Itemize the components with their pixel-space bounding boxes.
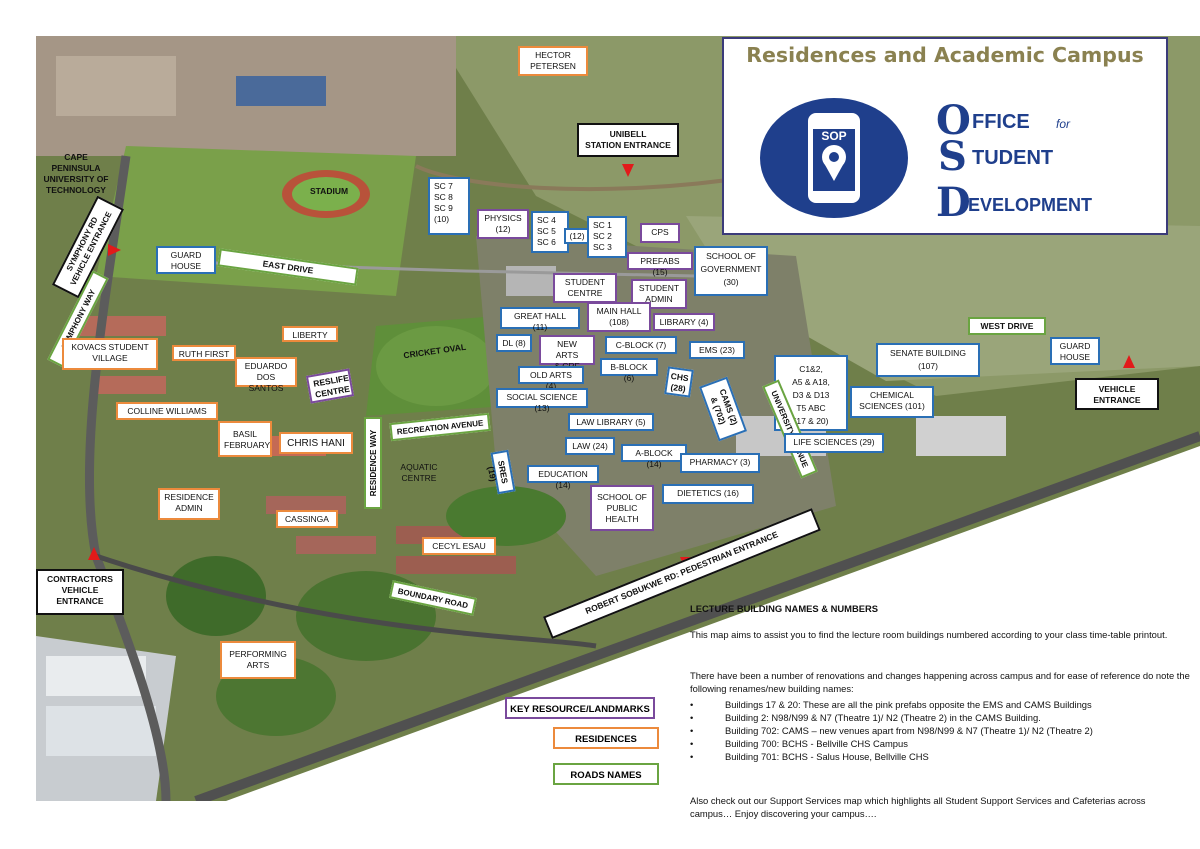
label-contractors-entrance[interactable]: CONTRACTORS VEHICLE ENTRANCE bbox=[36, 569, 124, 615]
label-kovacs-village[interactable]: KOVACS STUDENT VILLAGE bbox=[62, 338, 158, 370]
info-heading: LECTURE BUILDING NAMES & NUMBERS bbox=[690, 603, 879, 614]
label-new-arts[interactable]: NEW ARTS & CRF bbox=[539, 335, 595, 371]
bullet-icon: • bbox=[690, 751, 694, 762]
legend-residences: RESIDENCES bbox=[553, 727, 659, 749]
bullet-text: Building 702: CAMS – new venues apart fr… bbox=[725, 725, 1093, 736]
info-paragraph-1: This map aims to assist you to find the … bbox=[690, 629, 1168, 640]
bullet-text: Building 701: BCHS - Salus House, Bellvi… bbox=[725, 751, 929, 762]
label-cput: CAPE PENINSULA UNIVERSITY OF TECHNOLOGY bbox=[43, 152, 109, 195]
label-chemical-sciences[interactable]: CHEMICAL SCIENCES (101) bbox=[850, 386, 934, 418]
label-eduardo-dos-santos[interactable]: EDUARDO DOS SANTOS bbox=[235, 357, 297, 393]
label-student-centre[interactable]: STUDENT CENTRE bbox=[553, 273, 617, 303]
label-a-block[interactable]: A-BLOCK (14) bbox=[621, 444, 687, 469]
entrance-marker-icon bbox=[1123, 355, 1135, 368]
bullet-text: Buildings 17 & 20: These are all the pin… bbox=[725, 699, 1092, 710]
info-bullet-item: • Building 2: N98/N99 & N7 (Theatre 1)/ N… bbox=[690, 711, 1190, 724]
logo-student: TUDENT bbox=[972, 147, 1054, 169]
logo-s: S bbox=[938, 133, 967, 180]
label-performing-arts[interactable]: PERFORMING ARTS bbox=[220, 641, 296, 679]
entrance-marker-icon bbox=[88, 547, 100, 560]
label-social-science[interactable]: SOCIAL SCIENCE (13) bbox=[496, 388, 588, 413]
label-dietetics[interactable]: DIETETICS (16) bbox=[662, 484, 754, 504]
label-cps[interactable]: CPS bbox=[640, 223, 680, 243]
label-physics[interactable]: PHYSICS (12) bbox=[477, 209, 529, 239]
entrance-marker-icon bbox=[622, 164, 634, 177]
label-colline-williams[interactable]: COLLINE WILLIAMS bbox=[116, 402, 218, 420]
label-law[interactable]: LAW (24) bbox=[565, 437, 615, 455]
logo-office: FFICE bbox=[972, 111, 1030, 133]
info-bullet-item: • Building 701: BCHS - Salus House, Bellv… bbox=[690, 750, 1190, 763]
label-old-arts[interactable]: OLD ARTS (4) bbox=[518, 366, 584, 391]
sop-phone-icon: SOP bbox=[760, 98, 908, 218]
label-library[interactable]: LIBRARY (4) bbox=[653, 313, 715, 331]
label-vehicle-entrance[interactable]: VEHICLE ENTRANCE bbox=[1075, 378, 1159, 410]
logo-development: EVELOPMENT bbox=[968, 195, 1093, 215]
label-hector-petersen[interactable]: HECTOR PETERSEN bbox=[518, 46, 588, 76]
sop-badge: SOP bbox=[821, 129, 846, 143]
legend-roads: ROADS NAMES bbox=[553, 763, 659, 785]
label-stadium: STADIUM bbox=[309, 186, 349, 196]
label-west-drive: WEST DRIVE bbox=[968, 317, 1046, 335]
label-aquatic-centre: AQUATIC CENTRE bbox=[400, 462, 438, 483]
page-title: Residences and Academic Campus bbox=[746, 43, 1144, 67]
label-cecyl-esau[interactable]: CECYL ESAU bbox=[422, 537, 496, 555]
label-ems[interactable]: EMS (23) bbox=[689, 341, 745, 359]
label-prefabs[interactable]: PREFABS (15) bbox=[627, 252, 693, 277]
label-pharmacy[interactable]: PHARMACY (3) bbox=[680, 453, 760, 473]
info-bullet-item: • Buildings 17 & 20: These are all the pi… bbox=[690, 698, 1190, 711]
label-law-library[interactable]: LAW LIBRARY (5) bbox=[568, 413, 654, 431]
label-c-block[interactable]: C-BLOCK (7) bbox=[605, 336, 677, 354]
label-c1-prefabs[interactable]: C1&2, A5 & A18, D3 & D13 T5 ABC (17 & 20… bbox=[774, 355, 848, 431]
label-basil-february[interactable]: BASIL FEBRUARY bbox=[218, 421, 272, 457]
info-bullet-item: • Building 702: CAMS – new venues apart f… bbox=[690, 724, 1190, 737]
info-paragraph-2: There have been a number of renovations … bbox=[690, 670, 1190, 694]
label-unibell-entrance[interactable]: UNIBELL STATION ENTRANCE bbox=[577, 123, 679, 157]
bullet-text: Building 700: BCHS - Bellville CHS Campu… bbox=[725, 738, 908, 749]
bullet-icon: • bbox=[690, 712, 694, 723]
label-cassinga[interactable]: CASSINGA bbox=[276, 510, 338, 528]
bullet-icon: • bbox=[690, 725, 694, 736]
label-liberty[interactable]: LIBERTY bbox=[282, 326, 338, 342]
label-senate-building[interactable]: SENATE BUILDING (107) bbox=[876, 343, 980, 377]
logo-d: D bbox=[936, 179, 971, 226]
label-sc-1-2-3[interactable]: SC 1 SC 2 SC 3 bbox=[587, 216, 627, 258]
label-chris-hani[interactable]: CHRIS HANI bbox=[279, 432, 353, 454]
label-education[interactable]: EDUCATION (14) bbox=[527, 465, 599, 490]
label-dl[interactable]: DL (8) bbox=[496, 334, 532, 352]
label-school-government[interactable]: SCHOOL OF GOVERNMENT (30) bbox=[694, 246, 768, 296]
label-great-hall[interactable]: GREAT HALL (11) bbox=[500, 307, 580, 332]
entrance-marker-icon bbox=[108, 244, 121, 256]
title-panel: Residences and Academic Campus SOP O FFI… bbox=[722, 37, 1168, 235]
info-bullet-item: • Building 700: BCHS - Bellville CHS Camp… bbox=[690, 737, 1190, 750]
label-b-block[interactable]: B-BLOCK (6) bbox=[600, 358, 658, 383]
logo-for: for bbox=[1056, 117, 1071, 131]
label-sc-7-8-9[interactable]: SC 7 SC 8 SC 9 (10) bbox=[428, 177, 470, 235]
label-guard-house-right[interactable]: GUARD HOUSE bbox=[1050, 337, 1100, 365]
bullet-text: Building 2: N98/N99 & N7 (Theatre 1)/ N2… bbox=[725, 712, 1041, 723]
label-residence-admin[interactable]: RESIDENCE ADMIN bbox=[158, 488, 220, 520]
legend-key-resources: KEY RESOURCE/LANDMARKS bbox=[505, 697, 655, 719]
bullet-icon: • bbox=[690, 699, 694, 710]
info-paragraph-3: Also check out our Support Services map … bbox=[690, 795, 1146, 819]
label-main-hall[interactable]: MAIN HALL (108) bbox=[587, 302, 651, 332]
info-bullet-list: • Buildings 17 & 20: These are all the pi… bbox=[690, 698, 1190, 763]
label-chs[interactable]: CHS (28) bbox=[664, 366, 694, 398]
label-ruth-first[interactable]: RUTH FIRST bbox=[172, 345, 236, 361]
label-residence-way: RESIDENCE WAY bbox=[364, 417, 382, 509]
osd-logo: O FFICE for S TUDENT D EVELOPMENT bbox=[936, 97, 1156, 227]
logo-o: O bbox=[936, 97, 971, 144]
bullet-icon: • bbox=[690, 738, 694, 749]
label-guard-house-left[interactable]: GUARD HOUSE bbox=[156, 246, 216, 274]
label-school-public-health[interactable]: SCHOOL OF PUBLIC HEALTH bbox=[590, 485, 654, 531]
label-life-sciences[interactable]: LIFE SCIENCES (29) bbox=[784, 433, 884, 453]
